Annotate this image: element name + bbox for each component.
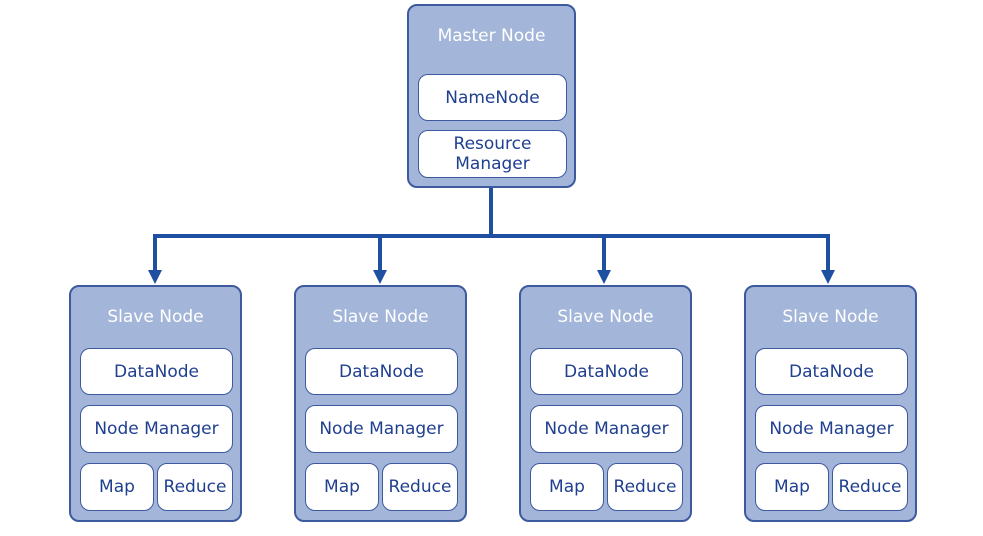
slave-node-2: Slave Node DataNode Node Manager Map Red…: [294, 285, 467, 522]
reduce-box: Reduce: [607, 463, 683, 511]
slave-node-1: Slave Node DataNode Node Manager Map Red…: [69, 285, 242, 522]
map-box: Map: [80, 463, 154, 511]
node-manager-box: Node Manager: [305, 405, 458, 453]
arrowhead-slave-4: [821, 270, 835, 284]
node-manager-box: Node Manager: [755, 405, 908, 453]
datanode-box: DataNode: [80, 348, 233, 395]
datanode-box: DataNode: [755, 348, 908, 395]
slave-node-title: Slave Node: [782, 307, 879, 327]
resource-manager-line1: Resource: [453, 134, 532, 154]
namenode-box: NameNode: [418, 74, 567, 121]
master-node-title: Master Node: [437, 26, 546, 46]
reduce-box: Reduce: [157, 463, 233, 511]
slave-node-title: Slave Node: [107, 307, 204, 327]
map-box: Map: [530, 463, 604, 511]
arrowhead-slave-3: [597, 270, 611, 284]
slave-node-3: Slave Node DataNode Node Manager Map Red…: [519, 285, 692, 522]
arrowhead-slave-1: [148, 270, 162, 284]
slave-node-title: Slave Node: [557, 307, 654, 327]
slave-node-title: Slave Node: [332, 307, 429, 327]
master-node: Master Node NameNode Resource Manager: [407, 4, 576, 188]
reduce-box: Reduce: [382, 463, 458, 511]
slave-node-4: Slave Node DataNode Node Manager Map Red…: [744, 285, 917, 522]
map-box: Map: [305, 463, 379, 511]
map-box: Map: [755, 463, 829, 511]
resource-manager-box: Resource Manager: [418, 130, 567, 178]
node-manager-box: Node Manager: [80, 405, 233, 453]
resource-manager-line2: Manager: [455, 154, 530, 174]
reduce-box: Reduce: [832, 463, 908, 511]
node-manager-box: Node Manager: [530, 405, 683, 453]
arrowhead-slave-2: [373, 270, 387, 284]
datanode-box: DataNode: [305, 348, 458, 395]
datanode-box: DataNode: [530, 348, 683, 395]
